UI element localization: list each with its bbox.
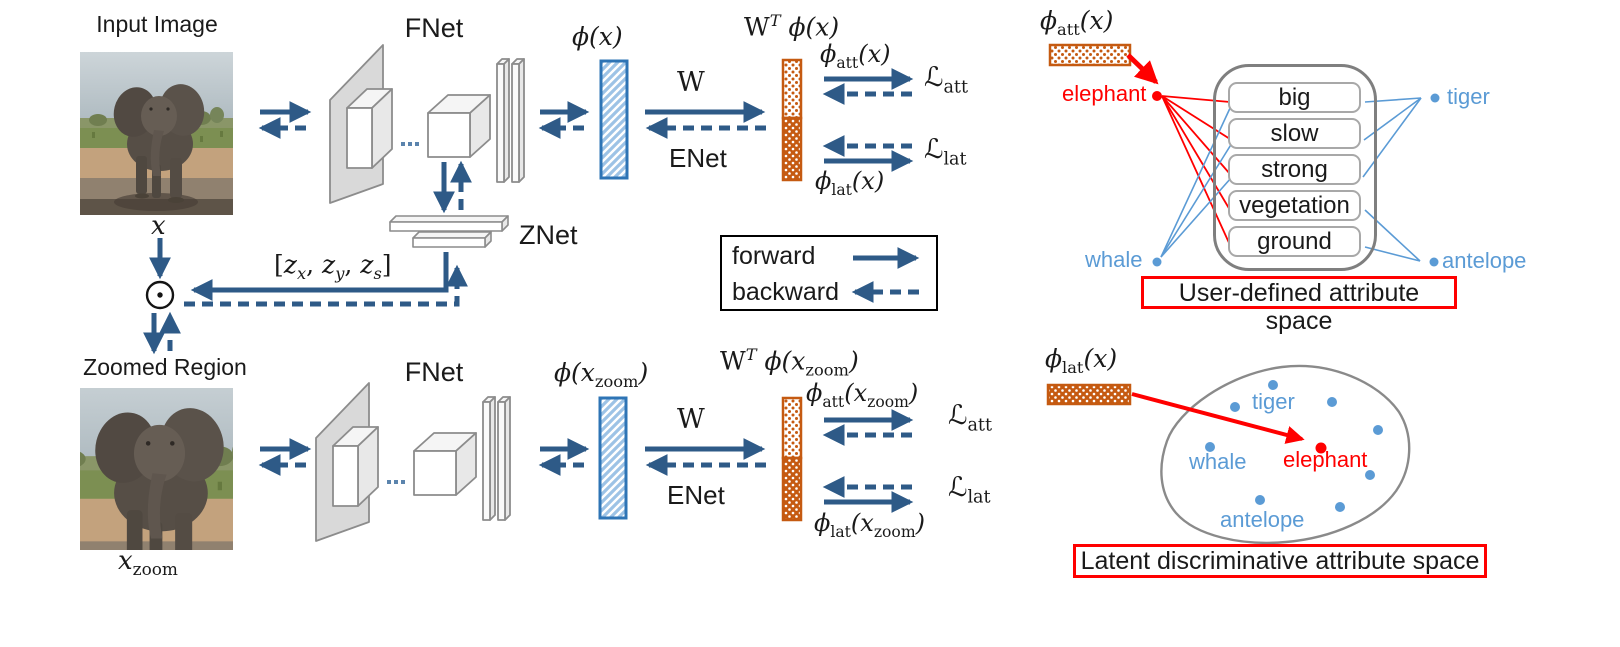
wt-phi-x-bar (781, 58, 803, 182)
wt-phi-xzoom-bar (781, 396, 803, 522)
elephant-label-bottom: elephant (1283, 447, 1368, 472)
antelope-label-top: antelope (1442, 248, 1527, 273)
wt-phi-x-label: WT ϕ(x) (744, 11, 840, 42)
user-defined-space-caption: User-defined attribute space (1141, 276, 1457, 335)
znet-label: ZNet (519, 220, 578, 250)
antelope-point (1429, 257, 1439, 267)
zoomed-region-label: Zoomed Region (83, 354, 247, 380)
tiger-label-top: tiger (1447, 84, 1490, 109)
attribute-box-big: big (1228, 82, 1361, 113)
phi-x-feature-bar (599, 59, 629, 180)
input-image-photo (80, 52, 233, 215)
tiger-point (1430, 93, 1440, 103)
attribute-space-container (1213, 64, 1377, 271)
elephant-point (1152, 91, 1162, 101)
input-image-label: Input Image (96, 11, 218, 37)
z-vector-label: [zx, zy, zs] (274, 250, 392, 283)
phi-xzoom-feature-bar (598, 396, 628, 520)
elephant-label-top: elephant (1062, 81, 1147, 106)
wt-phi-xzoom-label: WT ϕ(xzoom) (720, 345, 859, 380)
phi-att-x-right-label: ϕatt(x) (1040, 6, 1114, 39)
loss-att-bottom-label: ℒatt (948, 400, 992, 436)
crop-operator-icon (145, 280, 175, 310)
attribute-box-slow: slow (1228, 118, 1361, 149)
loss-lat-bottom-label: ℒlat (948, 472, 991, 508)
phi-xzoom-label: ϕ(xzoom) (554, 358, 649, 391)
znet-layers (389, 215, 509, 248)
fnet-bottom (315, 382, 511, 542)
phi-x-label: ϕ(x) (572, 22, 623, 51)
loss-lat-top-label: ℒlat (924, 134, 967, 170)
legend-box: forward backward (720, 235, 938, 311)
latent-space-graphics (1131, 364, 1411, 545)
enet-top-label: ENet (669, 143, 727, 173)
flow-arrows (142, 67, 920, 514)
phi-att-x-horizontal-bar (1048, 43, 1132, 67)
w-bottom-label: W (677, 404, 705, 435)
phi-lat-xzoom-label: ϕlat(xzoom) (814, 509, 925, 541)
phi-att-xzoom-label: ϕatt(xzoom) (806, 379, 919, 411)
legend-backward-label: backward (732, 278, 839, 306)
antelope-label-bottom: antelope (1220, 507, 1305, 532)
attr-space-links (1126, 53, 1440, 267)
latent-elephant-point (1315, 442, 1327, 454)
legend-forward-label: forward (732, 242, 816, 270)
fnet-top-label: FNet (404, 13, 464, 43)
fnet-top (329, 44, 525, 204)
attribute-box-vegetation: vegetation (1228, 190, 1361, 221)
x-label: x (151, 211, 166, 241)
phi-lat-x-horizontal-bar (1046, 383, 1132, 406)
loss-att-top-label: ℒatt (924, 62, 968, 98)
whale-label-bottom: whale (1189, 449, 1247, 474)
attribute-box-ground: ground (1228, 226, 1361, 257)
x-zoom-label: xzoom (118, 546, 178, 580)
enet-bottom-label: ENet (667, 480, 725, 510)
whale-point (1152, 257, 1162, 267)
whale-label-top: whale (1085, 247, 1143, 272)
phi-lat-x-label: ϕlat(x) (815, 167, 885, 199)
phi-lat-x-right-label: ϕlat(x) (1045, 344, 1118, 377)
tiger-label-bottom: tiger (1252, 389, 1295, 414)
attribute-box-strong: strong (1228, 154, 1361, 185)
fnet-bottom-label: FNet (404, 357, 464, 387)
w-top-label: W (677, 67, 705, 98)
phi-att-x-label: ϕatt(x) (820, 40, 891, 72)
latent-space-blob (1160, 364, 1411, 545)
latent-space-caption: Latent discriminative attribute space (1073, 544, 1487, 578)
